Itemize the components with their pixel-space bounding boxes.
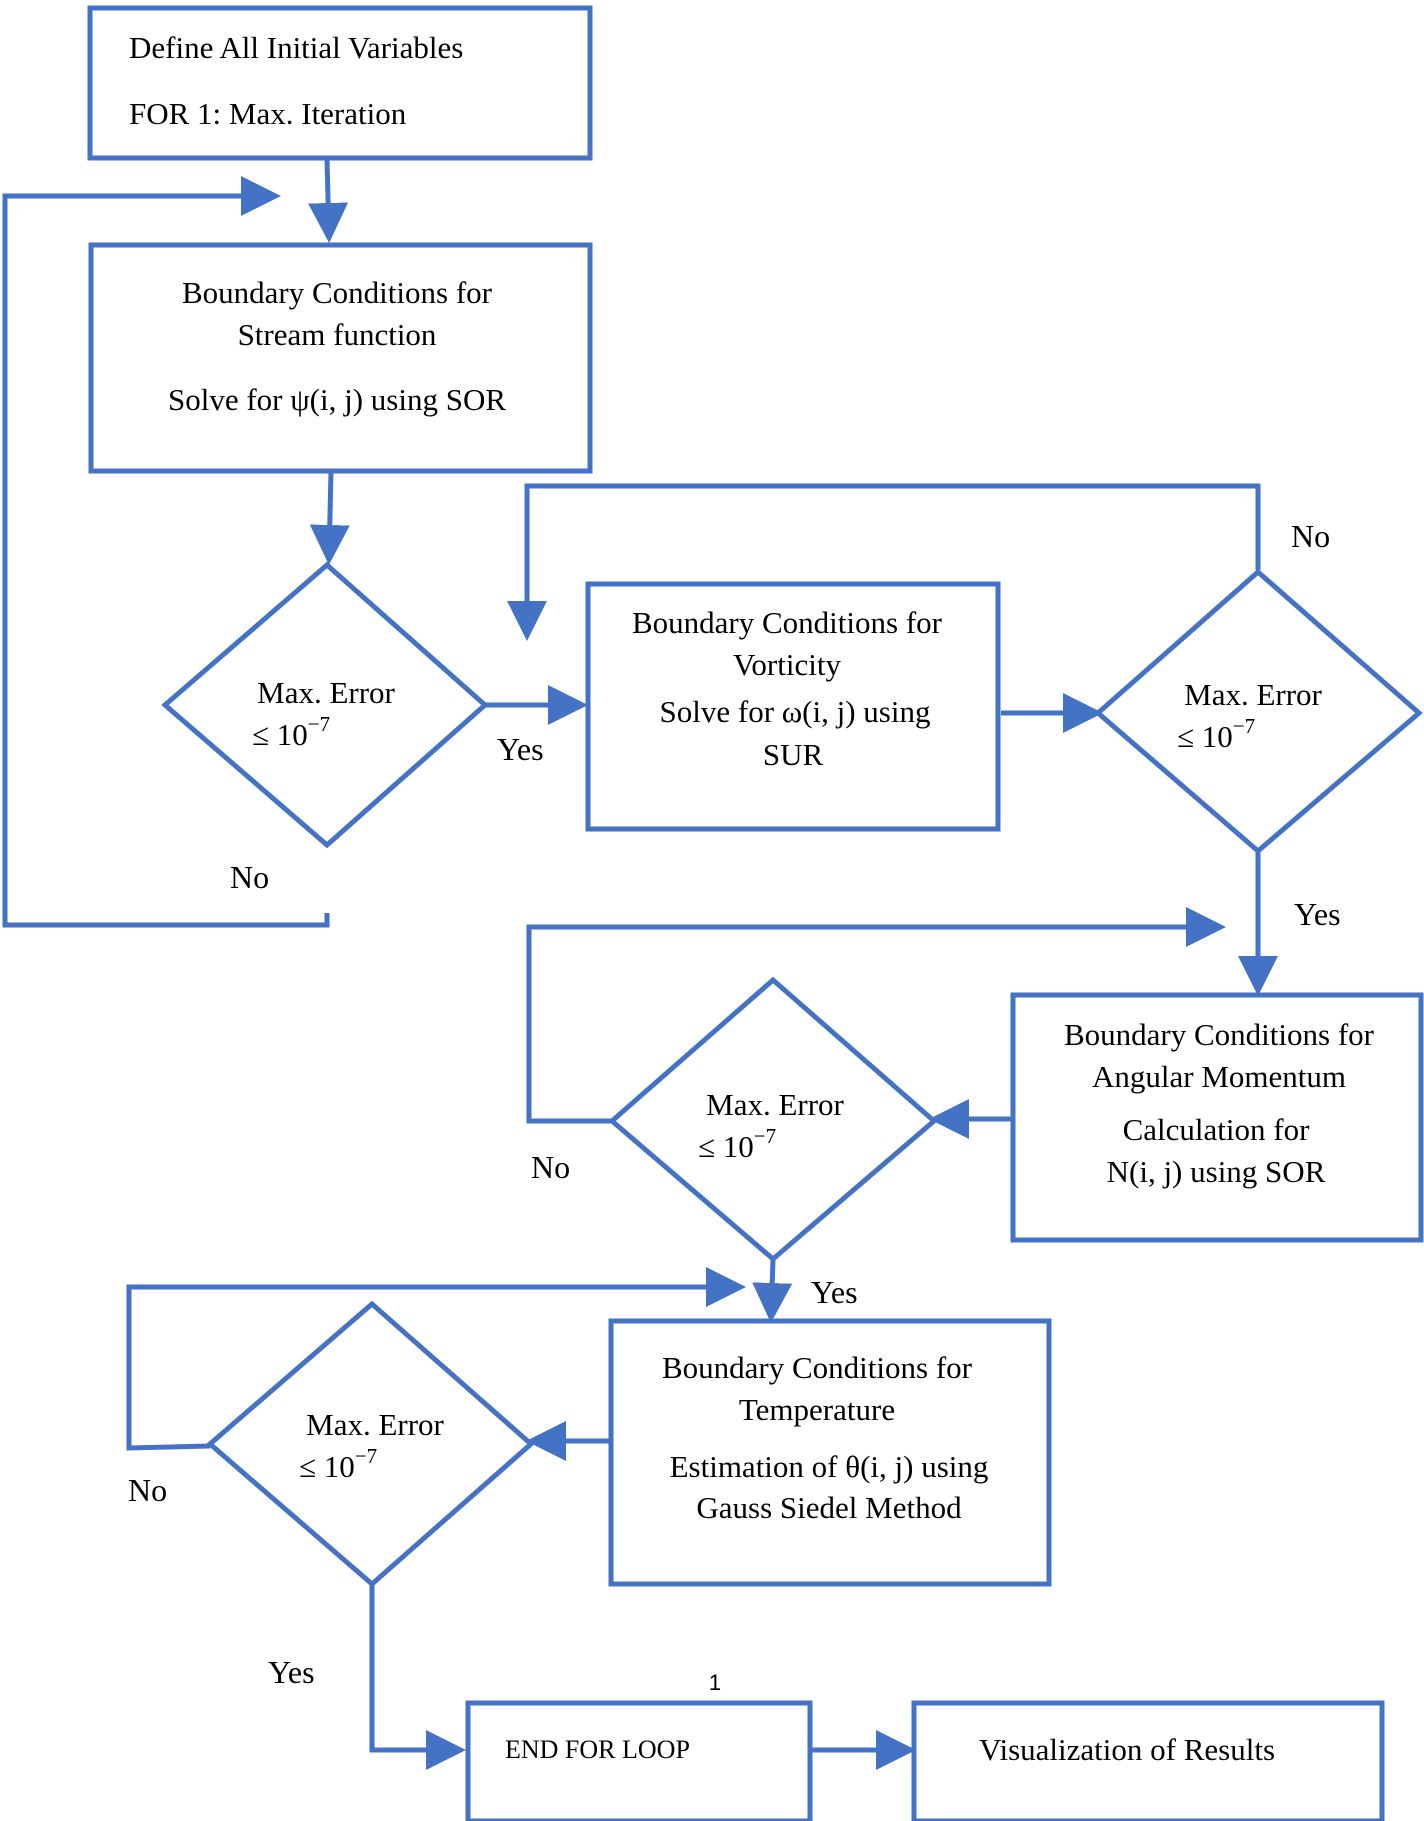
check4-line1: Max. Error <box>306 1407 444 1442</box>
temperature-line1: Boundary Conditions for <box>662 1350 973 1385</box>
check1-line1: Max. Error <box>257 675 395 710</box>
check2-line2-prefix: ≤ 10 <box>1177 719 1233 754</box>
edge-check4-no-loop <box>126 1267 746 1451</box>
check2-diamond <box>1094 568 1423 855</box>
angular-node: Boundary Conditions for Angular Momentum… <box>1010 992 1424 1243</box>
check3-no-label: No <box>531 1149 570 1185</box>
check3-exponent: −7 <box>754 1124 776 1148</box>
angular-line2: Angular Momentum <box>1092 1059 1346 1094</box>
init-line1: Define All Initial Variables <box>129 30 463 65</box>
vorticity-line3: Solve for ω(i, j) using <box>660 694 931 729</box>
angular-line3: Calculation for <box>1123 1112 1310 1147</box>
edge-stream-loop-back <box>2 176 330 928</box>
vorticity-line1: Boundary Conditions for <box>632 605 943 640</box>
temperature-line3: Estimation of θ(i, j) using <box>670 1449 989 1484</box>
temperature-node: Boundary Conditions for Temperature Esti… <box>608 1318 1052 1587</box>
edge-stream-to-check1 <box>309 470 350 565</box>
init-box <box>87 5 593 161</box>
end-loop-box <box>465 1700 813 1821</box>
check2-decision: Max. Error ≤ 10−7 <box>1094 568 1423 855</box>
end-loop-node: END FOR LOOP 1 <box>465 1670 813 1821</box>
check3-line2: ≤ 10−7 <box>698 1124 776 1164</box>
edge-init-to-stream <box>308 158 349 243</box>
visualization-node: Visualization of Results <box>911 1700 1385 1821</box>
end-loop-marker: 1 <box>709 1670 721 1695</box>
check1-decision: Max. Error ≤ 10−7 <box>161 561 489 849</box>
stream-line1: Boundary Conditions for <box>182 275 493 310</box>
check1-diamond <box>161 561 489 849</box>
check4-exponent: −7 <box>355 1444 377 1468</box>
check1-yes-label: Yes <box>497 731 544 767</box>
temperature-line4: Gauss Siedel Method <box>696 1490 962 1525</box>
angular-box <box>1010 992 1424 1243</box>
check2-no-label: No <box>1291 518 1330 554</box>
check1-exponent: −7 <box>308 712 330 736</box>
end-loop-label: END FOR LOOP <box>505 1735 690 1764</box>
check2-yes-label: Yes <box>1294 896 1341 932</box>
init-line2: FOR 1: Max. Iteration <box>129 96 407 131</box>
check2-line2: ≤ 10−7 <box>1177 714 1255 754</box>
check3-line1: Max. Error <box>706 1087 844 1122</box>
check1-line2: ≤ 10−7 <box>252 712 330 752</box>
check1-no-label: No <box>230 859 269 895</box>
stream-box <box>88 242 593 474</box>
check3-line2-prefix: ≤ 10 <box>698 1129 754 1164</box>
edge-labels: Yes No No Yes No Yes No Yes <box>128 518 1341 1690</box>
stream-line3: Solve for ψ(i, j) using SOR <box>168 382 506 417</box>
connectors <box>2 158 1278 1770</box>
check3-yes-label: Yes <box>811 1274 858 1310</box>
stream-node: Boundary Conditions for Stream function … <box>88 242 593 474</box>
init-node: Define All Initial Variables FOR 1: Max.… <box>87 5 593 161</box>
angular-line4: N(i, j) using SOR <box>1107 1154 1326 1189</box>
check4-no-label: No <box>128 1472 167 1508</box>
check4-decision: Max. Error ≤ 10−7 <box>206 1300 535 1588</box>
edge-check3-to-temperature <box>752 1259 793 1323</box>
temperature-line2: Temperature <box>739 1392 895 1427</box>
angular-line1: Boundary Conditions for <box>1064 1017 1375 1052</box>
check4-yes-label: Yes <box>268 1654 315 1690</box>
check2-exponent: −7 <box>1233 714 1255 738</box>
vorticity-node: Boundary Conditions for Vorticity Solve … <box>585 581 1001 832</box>
temperature-box <box>608 1318 1052 1587</box>
vorticity-line2: Vorticity <box>733 647 841 682</box>
visualization-label: Visualization of Results <box>979 1732 1275 1767</box>
edge-check3-no-loop <box>526 907 1226 1124</box>
vorticity-box <box>585 581 1001 832</box>
check4-line2-prefix: ≤ 10 <box>299 1449 355 1484</box>
check4-line2: ≤ 10−7 <box>299 1444 377 1484</box>
edge-check2-no-loop <box>507 483 1261 641</box>
check4-diamond <box>206 1300 535 1588</box>
check1-line2-prefix: ≤ 10 <box>252 717 308 752</box>
vorticity-line4: SUR <box>763 737 824 772</box>
visualization-box <box>911 1700 1385 1821</box>
check3-decision: Max. Error ≤ 10−7 <box>608 976 938 1263</box>
check3-diamond <box>608 976 938 1263</box>
edge-check4-to-end <box>369 1584 466 1770</box>
stream-line2: Stream function <box>238 317 437 352</box>
check2-line1: Max. Error <box>1184 677 1322 712</box>
